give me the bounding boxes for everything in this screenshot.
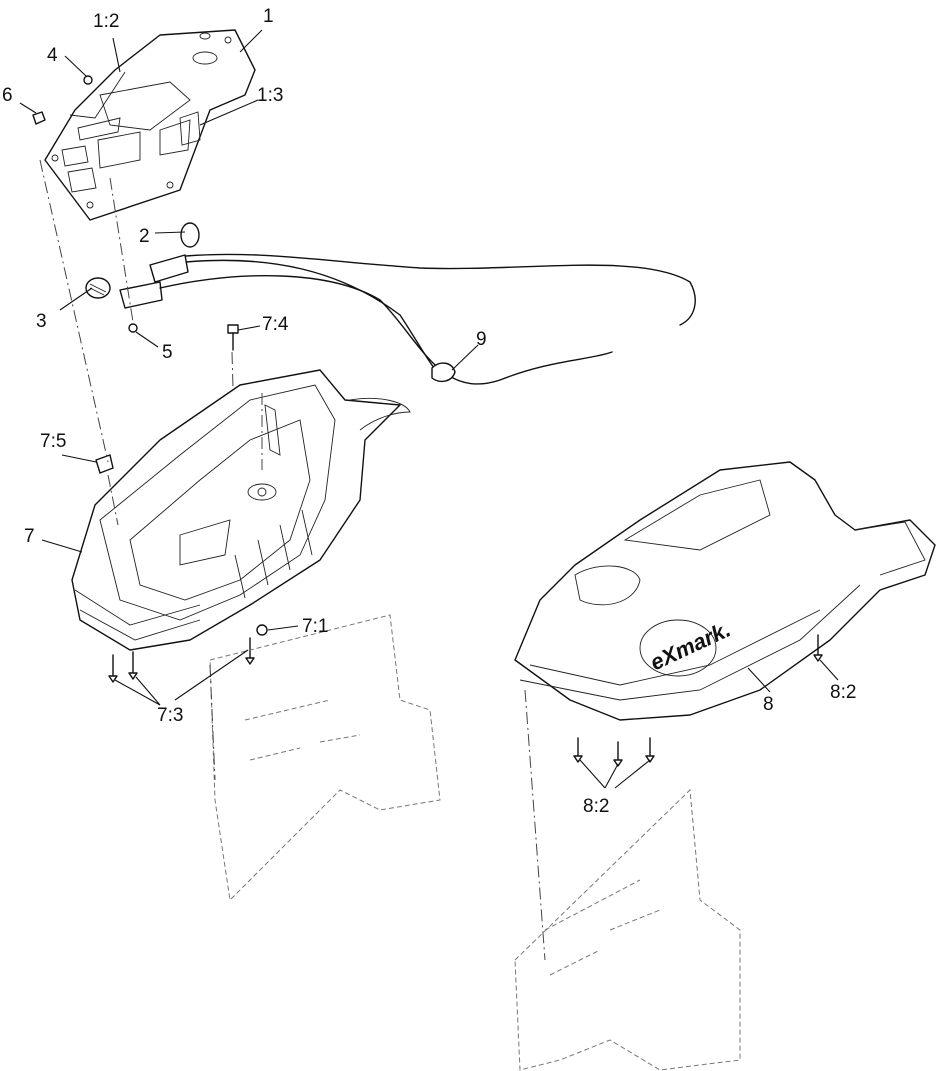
callout-7-5: 7:5	[40, 431, 66, 452]
callout-1: 1	[263, 6, 274, 27]
callout-8-2-right: 8:2	[830, 682, 856, 703]
callout-7-3: 7:3	[157, 705, 183, 726]
clip-part-7-5	[95, 454, 114, 474]
callout-8: 8	[763, 694, 774, 715]
callout-2: 2	[139, 226, 150, 247]
callout-8-2-lower: 8:2	[583, 796, 609, 817]
nut-part-5	[128, 323, 138, 333]
callout-1-2: 1:2	[93, 11, 119, 32]
mounting-plate-ghost-right	[514, 788, 741, 1071]
callout-6: 6	[2, 85, 13, 106]
callout-5: 5	[162, 342, 173, 363]
alignment-lines	[39, 159, 546, 961]
nut-part-7-1	[256, 624, 268, 636]
screws-part-7-3	[108, 637, 255, 683]
callout-7-1: 7:1	[302, 616, 328, 637]
callout-labels: 1 1:2 1:3 4 6 2 3 5 7:4 9 7:5 7 7:1 7:3 …	[2, 6, 856, 817]
callout-3: 3	[36, 311, 47, 332]
callout-9: 9	[476, 329, 487, 350]
callout-1-3: 1:3	[257, 85, 283, 106]
callout-7-4: 7:4	[262, 314, 289, 335]
nut-part-6	[32, 111, 46, 125]
leader-lines	[19, 29, 839, 789]
clamp-part-9	[431, 362, 456, 383]
cable-harness	[159, 253, 696, 385]
callout-7: 7	[24, 526, 35, 547]
bolt-part-7-4	[227, 324, 239, 351]
switch-part-3	[85, 277, 163, 309]
console-housing-part-7	[71, 369, 411, 651]
screws-part-8-2	[573, 634, 823, 767]
control-panel-part-1	[44, 29, 256, 221]
mounting-plate-ghost-left	[209, 614, 441, 902]
switch-part-2	[149, 222, 200, 283]
bolt-part-4	[83, 75, 93, 85]
console-housing-part-8: eXmark.	[514, 461, 936, 721]
callout-4: 4	[47, 45, 58, 66]
